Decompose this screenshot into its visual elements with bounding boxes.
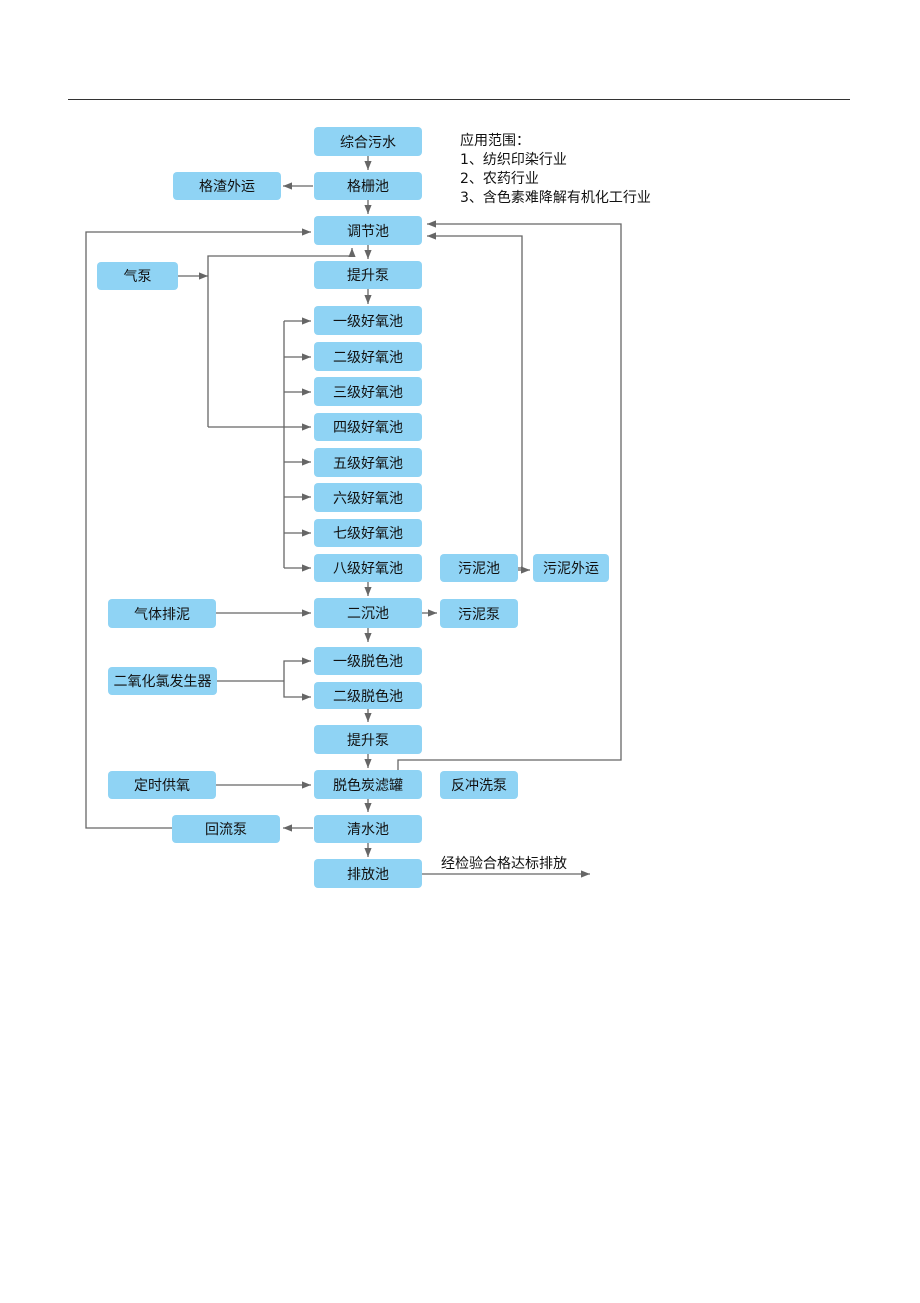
node-aerobic-5: 五级好氧池 [314,448,422,477]
node-secondary-clarifier: 二沉池 [314,598,422,628]
node-equalization-tank: 调节池 [314,216,422,245]
node-aerobic-4: 四级好氧池 [314,413,422,441]
node-air-pump: 气泵 [97,262,178,290]
node-screening-disposal: 格渣外运 [173,172,281,200]
node-aerobic-6: 六级好氧池 [314,483,422,512]
node-chlorine-dioxide-generator: 二氧化氯发生器 [108,667,217,695]
node-grille-tank: 格栅池 [314,172,422,200]
node-timed-oxygen: 定时供氧 [108,771,216,799]
node-clear-water: 清水池 [314,815,422,843]
node-backwash-pump: 反冲洗泵 [440,771,518,799]
node-gas-sludge: 气体排泥 [108,599,216,628]
node-aerobic-2: 二级好氧池 [314,342,422,371]
node-discharge-tank: 排放池 [314,859,422,888]
node-mixed-wastewater: 综合污水 [314,127,422,156]
node-sludge-disposal: 污泥外运 [533,554,609,582]
node-decolor-1: 一级脱色池 [314,647,422,675]
application-item-1: 1、纺织印染行业 [460,152,567,168]
node-lift-pump-1: 提升泵 [314,261,422,289]
node-carbon-filter: 脱色炭滤罐 [314,770,422,799]
discharge-note: 经检验合格达标排放 [441,856,567,872]
header-rule [68,99,850,100]
node-aerobic-3: 三级好氧池 [314,377,422,406]
node-aerobic-8: 八级好氧池 [314,554,422,582]
applications-title: 应用范围： [460,133,530,149]
node-aerobic-7: 七级好氧池 [314,519,422,547]
application-item-3: 3、含色素难降解有机化工行业 [460,190,651,206]
node-lift-pump-2: 提升泵 [314,725,422,754]
application-item-2: 2、农药行业 [460,171,539,187]
node-sludge-pump: 污泥泵 [440,599,518,628]
node-sludge-tank: 污泥池 [440,554,518,582]
node-return-pump: 回流泵 [172,815,280,843]
node-decolor-2: 二级脱色池 [314,682,422,709]
node-aerobic-1: 一级好氧池 [314,306,422,335]
